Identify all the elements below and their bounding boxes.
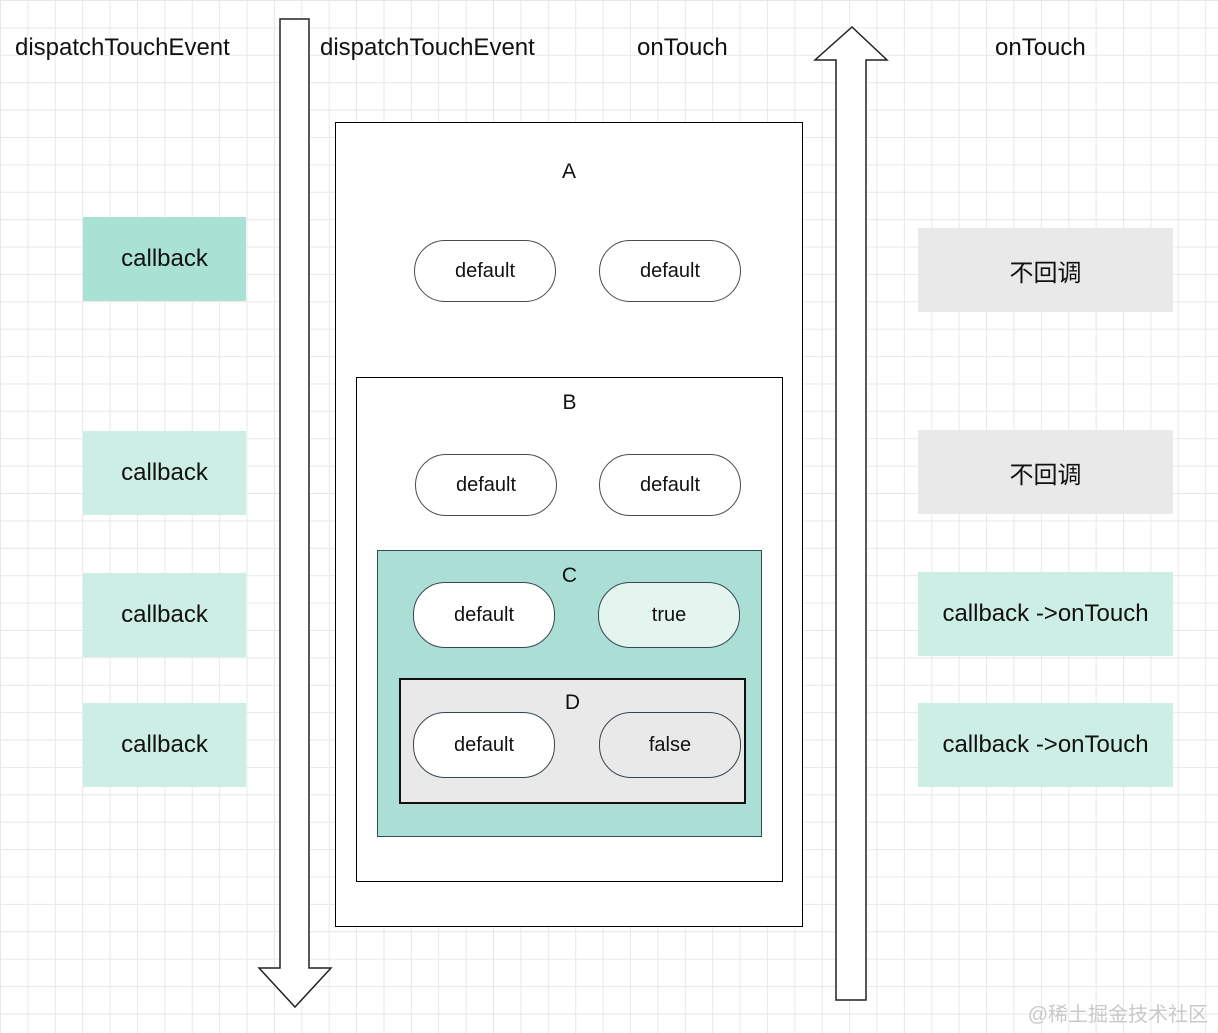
view-b-dispatch-pill: default bbox=[415, 454, 557, 516]
view-d-dispatch-pill-label: default bbox=[453, 733, 515, 756]
lane-label-ontouch-outer: onTouch bbox=[995, 34, 1086, 61]
lane-label-dispatchtouchevent-inner: dispatchTouchEvent bbox=[320, 34, 535, 61]
callback-box-a: callback bbox=[83, 217, 246, 301]
callback-box-d-label: callback bbox=[121, 731, 208, 758]
callback-box-a-label: callback bbox=[121, 245, 208, 272]
view-a-dispatch-pill: default bbox=[414, 240, 556, 302]
view-a-ontouch-pill-label: default bbox=[639, 259, 701, 282]
ontouch-flow-up-arrow bbox=[813, 25, 889, 1001]
view-c-dispatch-pill: default bbox=[413, 582, 555, 648]
callback-box-b-label: callback bbox=[121, 459, 208, 486]
view-b-ontouch-pill-label: default bbox=[639, 473, 701, 496]
view-c-ontouch-pill-label: true bbox=[651, 603, 687, 626]
view-b-label: B bbox=[562, 391, 577, 414]
juejin-watermark: @稀土掘金技术社区 bbox=[1027, 1004, 1208, 1026]
view-a-label: A bbox=[561, 160, 576, 183]
callback-box-b: callback bbox=[83, 431, 246, 515]
result-box-a: 不回调 bbox=[918, 228, 1173, 312]
view-b-ontouch-pill: default bbox=[599, 454, 741, 516]
lane-label-ontouch-inner: onTouch bbox=[637, 34, 728, 61]
result-box-c: callback ->onTouch bbox=[918, 572, 1173, 656]
view-c-ontouch-pill: true bbox=[598, 582, 740, 648]
view-b-container: B default default C default true D defau… bbox=[356, 377, 783, 882]
view-d-ontouch-pill: false bbox=[599, 712, 741, 778]
result-box-b: 不回调 bbox=[918, 430, 1173, 514]
result-box-b-label: 不回调 bbox=[1009, 461, 1082, 489]
callback-box-d: callback bbox=[83, 703, 246, 787]
callback-box-c: callback bbox=[83, 573, 246, 657]
dispatch-flow-down-arrow bbox=[257, 18, 333, 1009]
view-d-container: D default false bbox=[399, 678, 746, 804]
view-d-label: D bbox=[564, 691, 581, 714]
lane-label-dispatchtouchevent-outer: dispatchTouchEvent bbox=[15, 34, 230, 61]
result-box-d: callback ->onTouch bbox=[918, 703, 1173, 787]
result-box-c-label: callback ->onTouch bbox=[942, 600, 1149, 627]
view-c-label: C bbox=[561, 564, 578, 587]
view-c-container: C default true D default false bbox=[377, 550, 762, 837]
result-box-a-label: 不回调 bbox=[1009, 259, 1082, 287]
view-d-ontouch-pill-label: false bbox=[648, 733, 692, 756]
view-a-dispatch-pill-label: default bbox=[454, 259, 516, 282]
view-a-ontouch-pill: default bbox=[599, 240, 741, 302]
view-c-dispatch-pill-label: default bbox=[453, 603, 515, 626]
view-a-container: A default default B default default C de… bbox=[335, 122, 803, 927]
callback-box-c-label: callback bbox=[121, 601, 208, 628]
view-d-dispatch-pill: default bbox=[413, 712, 555, 778]
view-b-dispatch-pill-label: default bbox=[455, 473, 517, 496]
result-box-d-label: callback ->onTouch bbox=[942, 731, 1149, 758]
